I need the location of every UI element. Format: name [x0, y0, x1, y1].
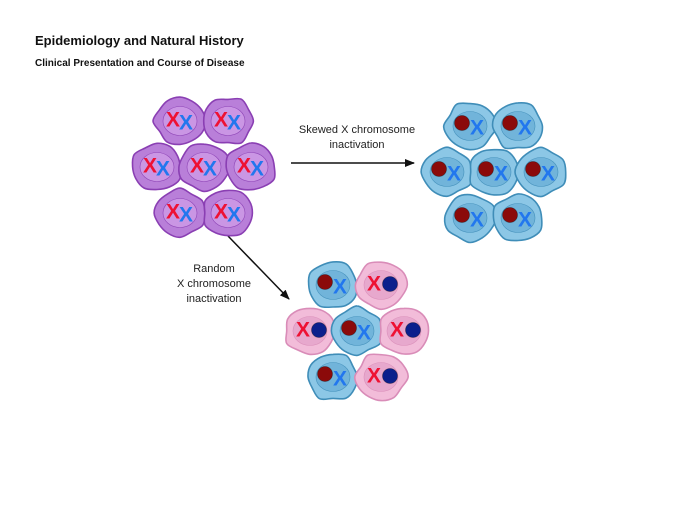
active-blue-x-chromosome: X: [470, 117, 484, 140]
cell-nucleus: [139, 152, 175, 182]
active-blue-x-chromosome: X: [250, 158, 264, 181]
page-subtitle: Clinical Presentation and Course of Dise…: [35, 58, 245, 69]
active-blue-x-chromosome: X: [227, 204, 241, 227]
cell-nucleus: [162, 106, 198, 136]
pink-cell: X: [285, 307, 336, 356]
active-blue-x-chromosome: X: [203, 158, 217, 181]
inactivated-red-x-chromosome: [317, 366, 333, 382]
page-title: Epidemiology and Natural History: [35, 33, 244, 48]
inactivated-red-x-chromosome: [525, 161, 541, 177]
inactivated-red-x-chromosome: [502, 207, 518, 223]
skewed-label-line-2: inactivation: [329, 139, 385, 151]
purple-cell: XX: [203, 189, 254, 237]
cell-nucleus: [186, 152, 222, 182]
active-blue-x-chromosome: X: [156, 158, 170, 181]
random-label-line-1: Random: [193, 263, 235, 275]
active-blue-x-chromosome: X: [518, 117, 532, 140]
blue-cell: X: [514, 146, 567, 198]
purple-cell: XX: [152, 96, 207, 146]
pink-cell: X: [379, 307, 430, 355]
active-blue-x-chromosome: X: [333, 276, 347, 299]
inactivated-red-x-chromosome: [341, 320, 357, 336]
random-arrow: [227, 235, 290, 300]
cell-nucleus: [233, 152, 269, 182]
purple-cell: XX: [225, 142, 276, 191]
active-blue-x-chromosome: X: [179, 204, 193, 227]
blue-cell: X: [330, 305, 383, 357]
inactivated-blue-x-chromosome: [382, 368, 398, 384]
skewed-inactivation-label: Skewed X chromosome inactivation: [289, 123, 425, 153]
active-blue-x-chromosome: X: [333, 368, 347, 391]
active-blue-x-chromosome: X: [179, 112, 193, 135]
active-red-x-chromosome: X: [143, 155, 157, 178]
blue-cell: X: [307, 353, 359, 401]
inactivated-red-x-chromosome: [478, 161, 494, 177]
inactivated-blue-x-chromosome: [382, 276, 398, 292]
blue-cell: X: [420, 146, 473, 198]
pink-cell: X: [353, 353, 409, 402]
active-blue-x-chromosome: X: [494, 163, 508, 186]
inactivated-red-x-chromosome: [454, 115, 470, 131]
inactivated-red-x-chromosome: [454, 207, 470, 223]
random-label-line-3: inactivation: [186, 293, 242, 305]
active-blue-x-chromosome: X: [470, 209, 484, 232]
active-red-x-chromosome: X: [390, 319, 404, 342]
inactivated-red-x-chromosome: [317, 274, 333, 290]
cell-nucleus: [210, 198, 246, 228]
inactivated-red-x-chromosome: [502, 115, 518, 131]
cell-nucleus: [210, 106, 246, 136]
active-blue-x-chromosome: X: [447, 163, 461, 186]
blue-cell: X: [469, 148, 520, 196]
purple-cell: XX: [178, 143, 231, 193]
inactivated-red-x-chromosome: [431, 161, 447, 177]
purple-cell: XX: [131, 142, 182, 191]
purple-cell: XX: [202, 97, 255, 145]
skewed-label-line-1: Skewed X chromosome: [298, 124, 416, 136]
active-blue-x-chromosome: X: [518, 209, 532, 232]
random-label-line-2: X chromosome: [177, 278, 251, 290]
active-red-x-chromosome: X: [214, 201, 228, 224]
active-blue-x-chromosome: X: [227, 112, 241, 135]
inactivated-blue-x-chromosome: [405, 322, 421, 338]
random-inactivation-label: Random X chromosome inactivation: [163, 262, 265, 307]
blue-cell: X: [307, 260, 358, 309]
active-red-x-chromosome: X: [214, 109, 228, 132]
active-blue-x-chromosome: X: [541, 163, 555, 186]
blue-cell: X: [492, 193, 543, 242]
active-red-x-chromosome: X: [296, 319, 310, 342]
cell-nucleus: [162, 198, 198, 228]
active-red-x-chromosome: X: [190, 155, 204, 178]
active-red-x-chromosome: X: [367, 365, 381, 388]
blue-cell: X: [443, 193, 498, 244]
active-red-x-chromosome: X: [367, 273, 381, 296]
active-red-x-chromosome: X: [237, 155, 251, 178]
inactivated-blue-x-chromosome: [311, 322, 327, 338]
active-red-x-chromosome: X: [166, 201, 180, 224]
pink-cell: X: [354, 261, 409, 311]
blue-cell: X: [491, 101, 544, 150]
purple-cell: XX: [153, 187, 206, 239]
active-blue-x-chromosome: X: [357, 322, 371, 345]
blue-cell: X: [442, 102, 498, 151]
active-red-x-chromosome: X: [166, 109, 180, 132]
